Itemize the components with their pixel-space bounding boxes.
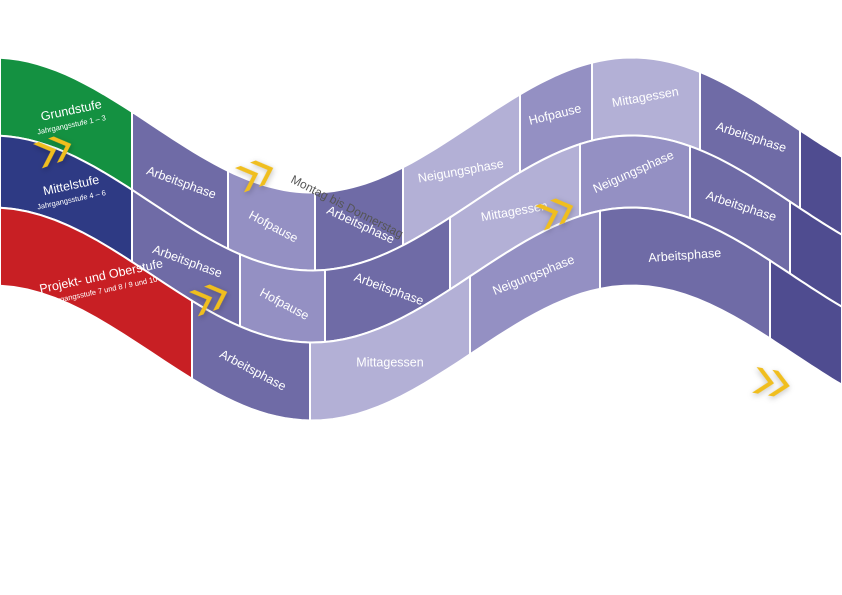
segment-label: Arbeitsphase: [648, 246, 722, 265]
chevron-stroke: [235, 165, 259, 193]
chevron-stroke: [535, 203, 559, 231]
chevron-stroke: [767, 369, 790, 397]
chevron-stroke: [189, 289, 213, 317]
chevron-stroke: [33, 141, 57, 169]
chevron-icon: [235, 160, 274, 193]
chevrons: [33, 136, 790, 397]
chevron-stroke: [204, 284, 228, 311]
chevron-stroke: [550, 198, 574, 225]
timeline-bands: [0, 56, 842, 422]
chevron-stroke: [48, 136, 72, 163]
chevron-icon: [189, 284, 228, 317]
chevron-icon: [535, 198, 574, 231]
chevron-icon: [33, 136, 72, 169]
segment-3-5: [769, 258, 842, 386]
chevron-stroke: [752, 367, 775, 394]
chevron-icon: [752, 367, 790, 397]
chevron-stroke: [250, 160, 274, 187]
segment-label: Mittagessen: [356, 356, 423, 370]
